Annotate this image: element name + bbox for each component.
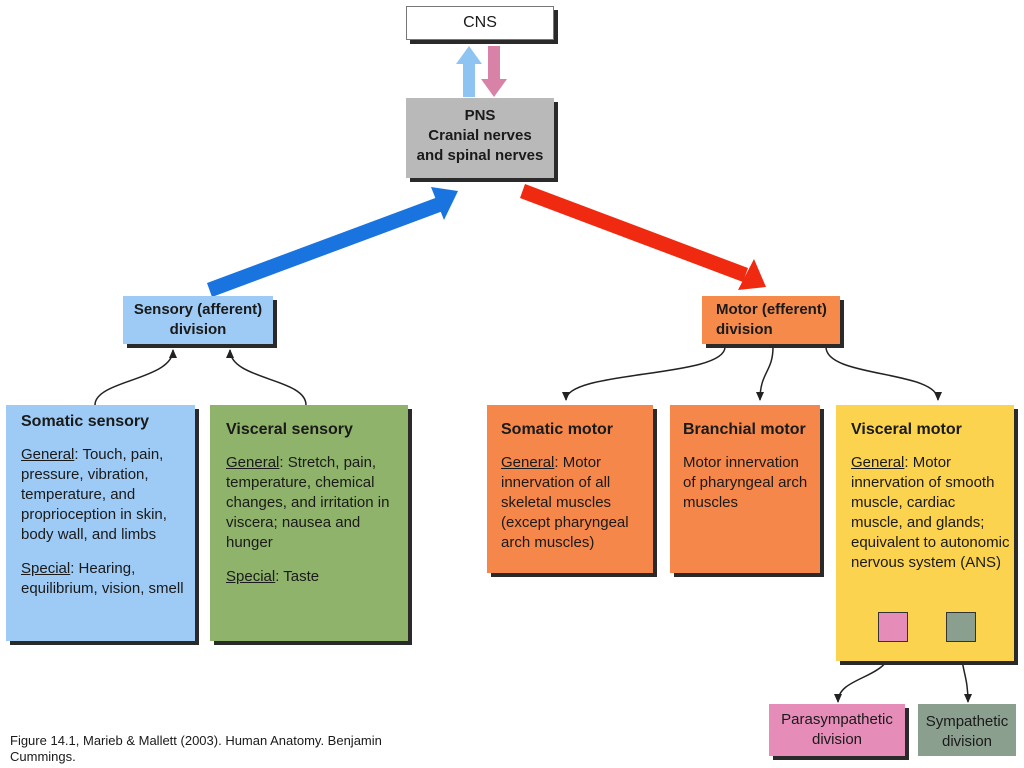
visceral-motor-general: General: Motor innervation of smooth mus… — [851, 453, 1010, 573]
somatic-sensory-title: Somatic sensory — [21, 413, 150, 430]
somatic-motor-title: Somatic motor — [501, 421, 614, 438]
pns-box: PNS Cranial nerves and spinal nerves — [406, 98, 554, 178]
sensory-division-box: Sensory (afferent) division — [123, 296, 273, 344]
branchial-motor-box: Branchial motor Motor innervation of pha… — [670, 405, 820, 573]
general-text: : Motor innervation of all skeletal musc… — [501, 454, 629, 551]
visceral-motor-box: Visceral motor General: Motor innervatio… — [836, 405, 1014, 661]
general-text: : Motor innervation of smooth muscle, ca… — [851, 454, 1010, 571]
efferent-arrow — [520, 184, 766, 290]
sympathetic-line-1: Sympathetic — [925, 713, 1009, 730]
special-label: Special — [21, 560, 71, 577]
general-label: General — [226, 454, 280, 471]
sympathetic-swatch — [946, 612, 976, 642]
sympathetic-division-box: Sympathetic division — [918, 704, 1016, 756]
motor-division-line-2: division — [716, 321, 773, 338]
visceral-sensory-title: Visceral sensory — [226, 421, 353, 438]
visceral-sensory-box: Visceral sensory General: Stretch, pain,… — [210, 405, 408, 641]
parasympathetic-division-box: Parasympathetic division — [769, 704, 905, 756]
special-text: : Taste — [275, 568, 320, 585]
sympathetic-line-2: division — [941, 733, 993, 750]
visceral-sensory-connector — [226, 349, 307, 406]
sensory-division-line-2: division — [169, 321, 227, 338]
motor-division-box: Motor (efferent) division — [702, 296, 840, 344]
visceral-sensory-special: Special: Taste — [226, 567, 400, 587]
general-text: : Touch, pain, pressure, vibration, temp… — [21, 446, 167, 543]
pns-line-3: and spinal nerves — [416, 147, 544, 164]
general-label: General — [501, 454, 555, 471]
general-label: General — [851, 454, 905, 471]
special-label: Special — [226, 568, 276, 585]
somatic-sensory-connector — [94, 349, 177, 406]
parasympathetic-line-1: Parasympathetic — [781, 711, 893, 728]
sensory-division-line-1: Sensory (afferent) — [133, 301, 263, 318]
somatic-motor-general: General: Motor innervation of all skelet… — [501, 453, 645, 553]
somatic-motor-box: Somatic motor General: Motor innervation… — [487, 405, 653, 573]
somatic-sensory-general: General: Touch, pain, pressure, vibratio… — [21, 445, 185, 545]
cns-down-arrow — [481, 46, 507, 97]
cns-label: CNS — [463, 14, 497, 31]
afferent-arrow — [207, 187, 458, 297]
pns-line-2: Cranial nerves — [428, 127, 532, 144]
somatic-sensory-box: Somatic sensory General: Touch, pain, pr… — [6, 405, 195, 641]
special-text: : Hearing, equilibrium, vision, smell — [21, 560, 184, 597]
pns-title: PNS — [464, 107, 496, 124]
branchial-motor-connector — [756, 346, 774, 401]
parasympathetic-line-2: division — [811, 731, 863, 748]
cns-box: CNS — [406, 6, 554, 40]
branchial-motor-title: Branchial motor — [683, 421, 806, 438]
somatic-sensory-special: Special: Hearing, equilibrium, vision, s… — [21, 559, 185, 599]
visceral-motor-title: Visceral motor — [851, 421, 962, 438]
general-text: : Stretch, pain, temperature, chemical c… — [226, 454, 390, 551]
visceral-sensory-general: General: Stretch, pain, temperature, che… — [226, 453, 400, 553]
figure-caption: Figure 14.1, Marieb & Mallett (2003). Hu… — [10, 733, 382, 764]
branchial-motor-text: Motor innervation of pharyngeal arch mus… — [683, 454, 808, 511]
parasympathetic-swatch — [878, 612, 908, 642]
motor-division-line-1: Motor (efferent) — [716, 301, 827, 318]
cns-up-arrow — [456, 46, 482, 97]
general-label: General — [21, 446, 75, 463]
somatic-motor-connector — [562, 346, 726, 401]
visceral-motor-connector — [825, 346, 942, 401]
